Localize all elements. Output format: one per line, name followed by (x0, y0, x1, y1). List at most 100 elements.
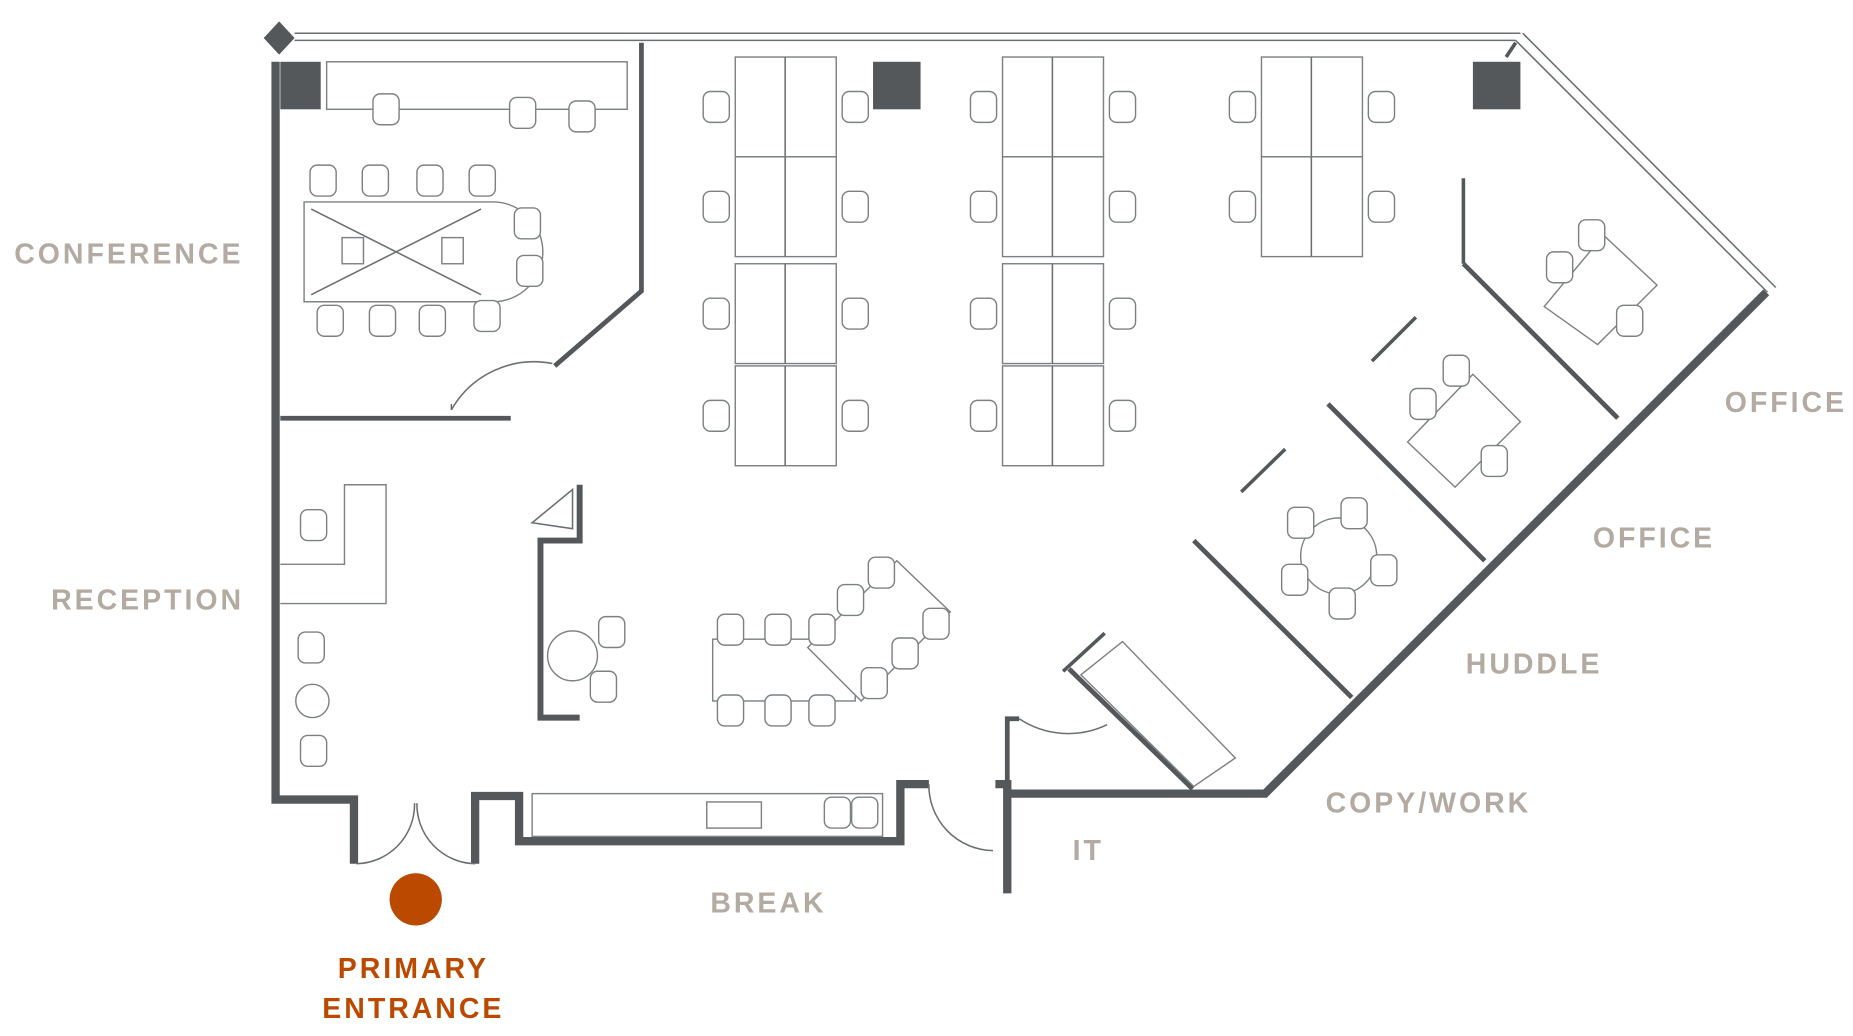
chair (823, 796, 852, 829)
location-dot-icon (389, 873, 442, 926)
entrance-label-line2: ENTRANCE (322, 993, 504, 1025)
chair-seat (299, 734, 328, 768)
room-label-copy-work: COPY/WORK (1326, 788, 1532, 820)
chair-seat (808, 613, 836, 646)
chair (969, 90, 998, 124)
chair-seat (808, 694, 836, 727)
chair-seat (764, 613, 792, 646)
chair (372, 93, 400, 126)
chair-seat (841, 190, 870, 223)
chair-seat (1442, 354, 1471, 387)
chair-seat (309, 164, 337, 197)
chair-seat (1367, 190, 1396, 223)
exterior-glazing (294, 32, 1777, 293)
chair (513, 207, 542, 240)
chair-seat (841, 90, 870, 124)
chair (597, 615, 626, 649)
chair-seat (1409, 387, 1437, 421)
exterior-walls (271, 41, 1770, 894)
chair (969, 297, 998, 330)
chair-seat (1108, 90, 1137, 124)
chair-seat (836, 583, 865, 617)
chair (589, 670, 618, 703)
chair (1480, 444, 1509, 478)
chair (316, 304, 344, 337)
chair (969, 190, 998, 223)
chair-seat (823, 796, 852, 829)
chair (1367, 190, 1396, 223)
chair-seat (508, 96, 537, 130)
chair (1340, 497, 1368, 530)
office-desk (1543, 234, 1659, 346)
chair-seat (850, 796, 879, 829)
chair (702, 297, 731, 330)
chair-seat (1280, 563, 1309, 596)
chair (969, 399, 998, 432)
chair (299, 508, 328, 542)
chair-seat (515, 254, 544, 288)
chair (764, 694, 792, 727)
chair-seat (841, 297, 870, 330)
chair-seat (368, 304, 397, 337)
room-label-office: OFFICE (1593, 523, 1715, 555)
chair-seat (299, 508, 328, 542)
chair (309, 164, 337, 197)
chair (1228, 190, 1257, 223)
chair-seat (1370, 554, 1398, 587)
chair-seat (867, 556, 896, 589)
chair-seat (891, 637, 919, 670)
chair-seat (841, 399, 870, 432)
reception-desk (280, 484, 387, 605)
chair (922, 607, 950, 640)
chair (716, 613, 745, 646)
conference-table (303, 201, 544, 303)
chair (1108, 190, 1137, 223)
chair (297, 631, 325, 664)
chair-seat (1286, 506, 1315, 539)
sink (706, 801, 763, 829)
chair (860, 666, 889, 700)
chair (1286, 506, 1315, 539)
chair (702, 90, 731, 124)
chair-seat (716, 613, 745, 646)
chair-seat (316, 304, 344, 337)
chairs (297, 90, 1644, 829)
chair (716, 694, 745, 727)
chair-seat (702, 190, 731, 223)
chair (841, 297, 870, 330)
chair-seat (361, 164, 390, 197)
chair-seat (589, 670, 618, 703)
chair-seat (702, 297, 731, 330)
chair (1108, 297, 1137, 330)
chair-seat (1340, 497, 1368, 530)
entrance-label-line1: PRIMARY (338, 953, 489, 985)
chair (1409, 387, 1437, 421)
column (280, 61, 321, 110)
chair (368, 304, 397, 337)
chair (418, 304, 447, 337)
chair (1108, 90, 1137, 124)
chair (850, 796, 879, 829)
chair-seat (969, 399, 998, 432)
room-label-break: BREAK (710, 887, 826, 919)
office-desk (1406, 373, 1522, 489)
chair-seat (702, 90, 731, 124)
chair-seat (1577, 219, 1606, 252)
chair (841, 190, 870, 223)
chair (361, 164, 390, 197)
chair-seat (1228, 190, 1257, 223)
chair (1442, 354, 1471, 387)
chair-seat (969, 297, 998, 330)
chair (808, 613, 836, 646)
room-label-conference: CONFERENCE (14, 239, 243, 271)
chair (508, 96, 537, 130)
copy-counter (1079, 640, 1237, 788)
chair (299, 734, 328, 768)
chair (1615, 304, 1644, 337)
chair (702, 399, 731, 432)
chair (1280, 563, 1309, 596)
room-label-it: IT (1073, 835, 1104, 867)
chair (1228, 90, 1257, 124)
chair-seat (1108, 190, 1137, 223)
